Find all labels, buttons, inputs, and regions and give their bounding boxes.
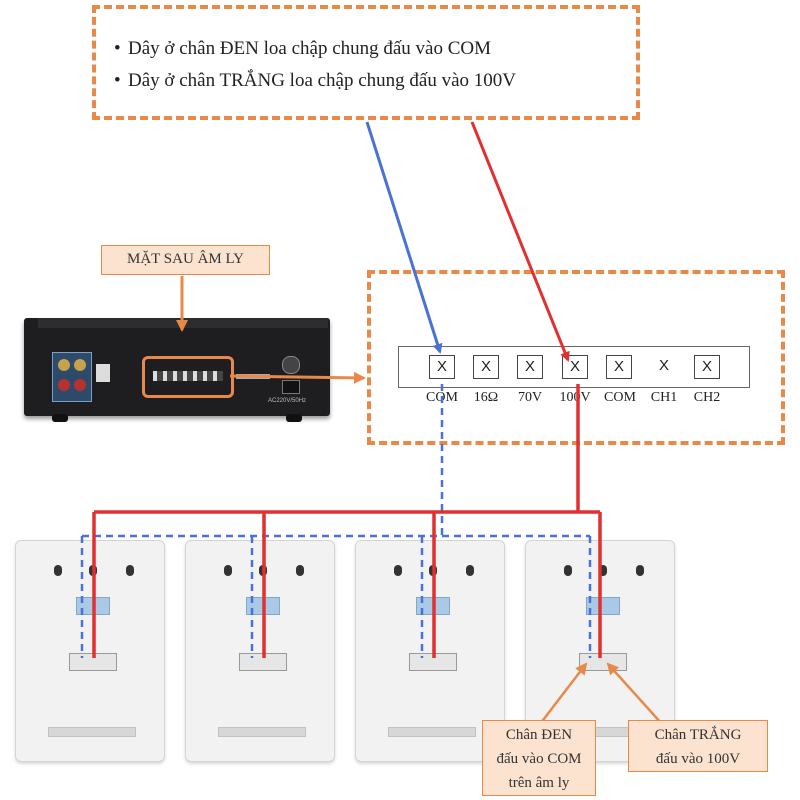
speaker-1 [15,540,165,762]
spec-label [246,597,280,615]
terminal-label: 70V [517,390,543,405]
spec-label [416,597,450,615]
terminal-label: CH2 [693,390,721,405]
spec-label [586,597,620,615]
mount-hole [429,565,437,576]
amp-foot [52,414,68,422]
vent-slot [218,727,306,737]
spec-label [76,597,110,615]
power-socket [282,380,300,394]
terminal-label: 100V [559,390,591,405]
terminal-100v: X [562,355,588,379]
mount-hole [564,565,572,576]
terminal-detail-box [367,270,785,445]
terminal-label: 16Ω [473,390,499,405]
terminal-label: COM [604,390,636,405]
mount-hole [54,565,62,576]
terminal-ch2: X [694,355,720,379]
note-item: •Dây ở chân TRẮNG loa chập chung đấu vào… [114,70,517,91]
amplifier-rear-panel: AC220V/50Hz [24,318,330,416]
terminal-com: X [429,355,455,379]
callout-black-terminal: Chân ĐEN đấu vào COM trên âm ly [482,720,596,796]
mount-hole [89,565,97,576]
mount-hole [224,565,232,576]
input-jacks [52,352,92,402]
vent-slot [48,727,136,737]
mount-hole [296,565,304,576]
speaker-terminal [579,653,627,671]
speaker-terminal [69,653,117,671]
mount-hole [259,565,267,576]
power-spec-text: AC220V/50Hz [268,398,307,404]
speaker-2 [185,540,335,762]
note-item: •Dây ở chân ĐEN loa chập chung đấu vào C… [114,38,492,59]
terminal-label: CH1 [650,390,678,405]
amp-foot [286,414,302,422]
fan-icon [282,356,300,374]
speaker-terminal-block [142,356,234,398]
speaker-terminal [239,653,287,671]
speaker-terminal [409,653,457,671]
amplifier-top [38,318,328,328]
mount-hole [636,565,644,576]
mount-hole [466,565,474,576]
mount-hole [394,565,402,576]
mount-hole [126,565,134,576]
amp-label-tag: MẶT SAU ÂM LY [101,245,270,275]
warning-sticker [96,364,110,382]
callout-white-terminal: Chân TRẮNG đấu vào 100V [628,720,768,772]
terminal-ch1: X [651,355,677,379]
notes-box: •Dây ở chân ĐEN loa chập chung đấu vào C… [92,5,640,120]
terminal-label: COM [426,390,458,405]
terminal-strip [398,346,750,388]
serial-label [236,374,270,379]
notes-list: •Dây ở chân ĐEN loa chập chung đấu vào C… [114,33,516,97]
mount-hole [599,565,607,576]
terminal-70v: X [517,355,543,379]
vent-slot [388,727,476,737]
terminal-16ohm: X [473,355,499,379]
terminal-com-2: X [606,355,632,379]
